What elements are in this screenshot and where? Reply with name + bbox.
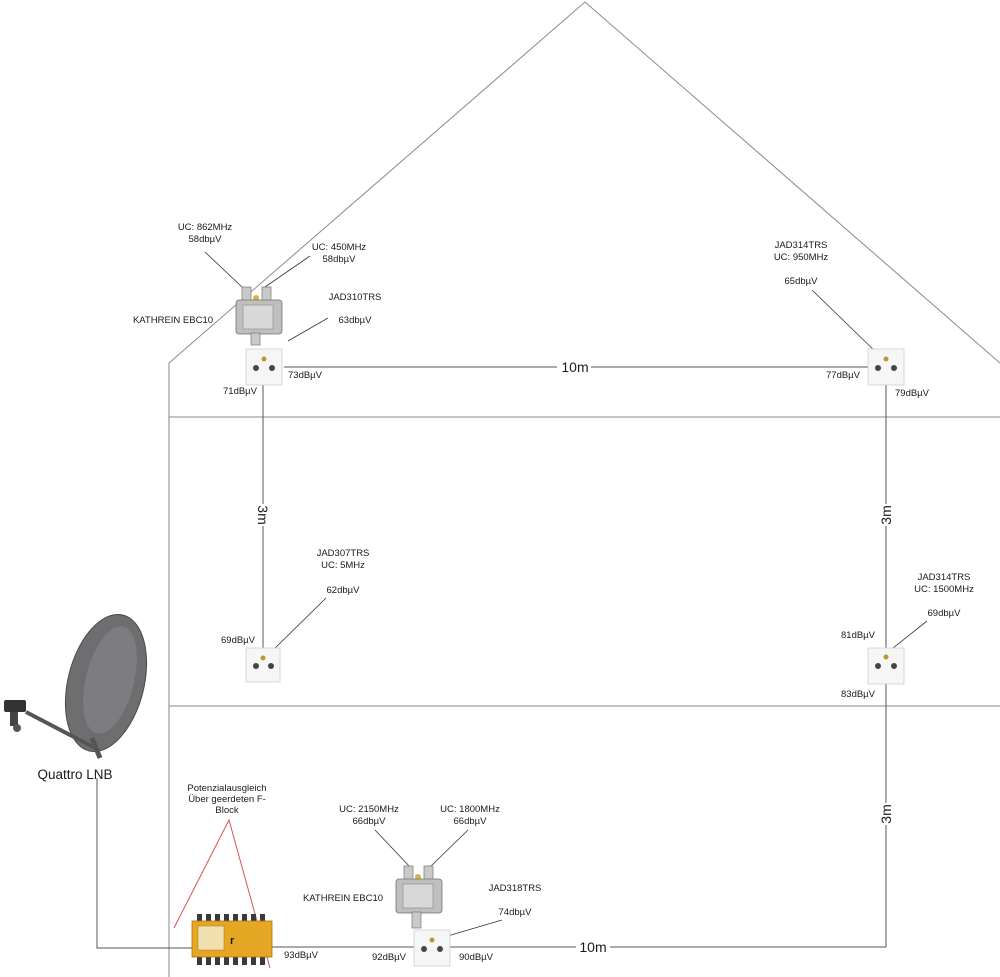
lnb-port [13, 724, 21, 732]
label-level-69a: 69dBµV [221, 635, 256, 646]
label-level-66a: 66dbµV [353, 816, 387, 827]
label-level-93: 93dBµV [284, 950, 319, 961]
distance-top: 10m [561, 359, 588, 375]
lnb-head [4, 700, 26, 712]
label-level-90: 90dBµV [459, 952, 494, 963]
distance-labels: 10m 10m 3m 3m 3m [255, 358, 894, 955]
splitter-bottom-port-left [403, 865, 414, 881]
outlet-mid-right [867, 647, 905, 685]
label-level-74: 74dbµV [499, 907, 533, 918]
label-uc-450: UC: 450MHz [312, 242, 367, 253]
leader-jad314-mid [887, 620, 928, 653]
distance-bottom: 10m [579, 939, 606, 955]
label-level-71: 71dBµV [223, 386, 258, 397]
leader-lines [204, 251, 928, 941]
outlet-mid-left [245, 647, 281, 683]
label-level-73: 73dBµV [288, 370, 323, 381]
label-level-83: 83dBµV [841, 689, 876, 700]
label-level-65: 65dbµV [785, 276, 819, 287]
label-jad314-mid: JAD314TRS [918, 572, 971, 583]
satellite-dish-icon [4, 613, 148, 759]
label-uc-1500: UC: 1500MHz [914, 584, 974, 595]
dish-mount [89, 737, 103, 759]
label-uc-950: UC: 950MHz [774, 252, 829, 263]
splitter-top-screw [253, 295, 259, 301]
splitter-top [235, 286, 283, 346]
label-level-69b: 69dbµV [928, 608, 962, 619]
label-jad314-top: JAD314TRS [775, 240, 828, 251]
labels: UC: 862MHz 58dbµV UC: 450MHz 58dbµV JAD3… [37, 222, 974, 963]
leader-jad314-top [811, 289, 881, 357]
cable-runs [96, 366, 887, 949]
dish-reflector-shade [83, 626, 137, 734]
roof-line [168, 1, 1000, 364]
splitter-bottom-screw [415, 874, 421, 880]
splitter-bottom-port-right [423, 865, 434, 881]
label-level-77: 77dBµV [826, 370, 861, 381]
label-jad310: JAD310TRS [329, 292, 382, 303]
splitter-top-port-left [241, 286, 252, 302]
label-uc-1800: UC: 1800MHz [440, 804, 500, 815]
label-uc-2150: UC: 2150MHz [339, 804, 399, 815]
label-kathrein-bottom: KATHREIN EBC10 [303, 893, 383, 904]
lnb-connector [10, 712, 18, 726]
label-level-62: 62dbµV [327, 585, 361, 596]
leader-jad310 [287, 317, 329, 342]
outlet-bottom [413, 929, 451, 967]
distance-left-floor: 3m [255, 505, 271, 524]
label-jad318: JAD318TRS [489, 883, 542, 894]
distance-right-floor1: 3m [878, 505, 894, 524]
label-level-58a: 58dbµV [189, 234, 223, 245]
splitter-top-plate [242, 304, 274, 330]
house-outline [168, 1, 1000, 977]
label-level-92: 92dBµV [372, 952, 407, 963]
label-level-63: 63dbµV [339, 315, 373, 326]
leader-uc2150 [374, 829, 411, 868]
label-uc-862: UC: 862MHz [178, 222, 233, 233]
distance-right-floor0: 3m [878, 804, 894, 823]
label-level-58b: 58dbµV [323, 254, 357, 265]
grounding-indicator [173, 818, 271, 969]
outlet-top-right [867, 348, 905, 386]
leader-uc1800 [429, 829, 469, 868]
splitter-bottom-port-bottom [411, 911, 422, 929]
leader-uc862 [204, 251, 243, 288]
label-potential-1: Potenzialausgleich [187, 783, 266, 794]
label-quattro-lnb: Quattro LNB [37, 767, 112, 782]
dish-arm [25, 710, 96, 750]
multiswitch: r [191, 914, 273, 965]
label-kathrein-top: KATHREIN EBC10 [133, 315, 213, 326]
label-level-79: 79dBµV [895, 388, 930, 399]
multiswitch-label-plate [197, 925, 225, 951]
label-jad307: JAD307TRS [317, 548, 370, 559]
label-potential-2: Über geerdeten F- [188, 794, 266, 805]
label-potential-3: Block [215, 805, 238, 816]
label-level-81: 81dBµV [841, 630, 876, 641]
outlet-top-left [245, 348, 283, 386]
splitter-bottom-plate [402, 883, 434, 909]
cable-lnb-to-switch [96, 778, 192, 949]
splitter-bottom [395, 865, 443, 929]
multiswitch-logo-icon: r [230, 935, 235, 947]
leader-uc450 [264, 255, 311, 288]
label-level-66b: 66dbµV [454, 816, 488, 827]
splitter-top-port-right [261, 286, 272, 302]
splitter-top-port-bottom [250, 332, 261, 346]
label-uc-5: UC: 5MHz [321, 560, 365, 571]
